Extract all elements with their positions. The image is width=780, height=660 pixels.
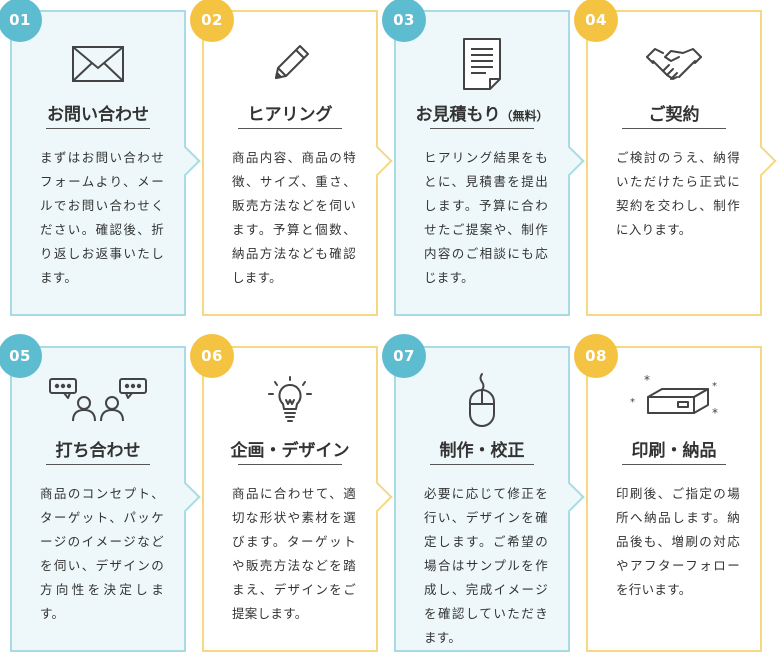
step-card-02: 02 ヒアリング 商品内容、商品の特徴、サイズ、重さ、販売方法などを伺います。予… bbox=[190, 0, 393, 316]
next-arrow-icon bbox=[169, 481, 201, 513]
title-divider bbox=[46, 464, 150, 465]
step-title: 制作・校正 bbox=[439, 441, 525, 461]
step-description: 印刷後、ご指定の場所へ納品します。納品後も、増刷の対応やアフターフォローを行いま… bbox=[616, 486, 740, 597]
title-divider bbox=[238, 128, 342, 129]
handshake-icon bbox=[588, 36, 760, 92]
step-card-01: 01 お問い合わせ まずはお問い合わせフォームより、メールでお問い合わせください… bbox=[0, 0, 201, 316]
svg-text:*: * bbox=[712, 381, 717, 392]
next-arrow-icon bbox=[745, 145, 777, 177]
step-card-07: 07 制作・校正 必要に応じて修正を行い、デザインを確定します。ご希望の場合はサ… bbox=[382, 334, 585, 652]
step-description: まずはお問い合わせフォームより、メールでお問い合わせください。確認後、折り返しお… bbox=[40, 150, 164, 285]
step-title: 企画・デザイン bbox=[230, 441, 350, 461]
title-divider bbox=[622, 464, 726, 465]
lightbulb-icon bbox=[204, 372, 376, 428]
step-number: 02 bbox=[190, 0, 234, 42]
step-title: ご契約 bbox=[648, 105, 700, 125]
step-title: お問い合わせ bbox=[47, 105, 149, 125]
step-description: ヒアリング結果をもとに、見積書を提出します。予算に合わせたご提案や、制作内容のご… bbox=[424, 150, 548, 285]
mouse-icon bbox=[396, 372, 568, 428]
title-divider bbox=[430, 128, 534, 129]
next-arrow-icon bbox=[361, 481, 393, 513]
step-title: ヒアリング bbox=[247, 105, 333, 125]
title-divider bbox=[430, 464, 534, 465]
step-title: 打ち合わせ bbox=[55, 441, 141, 461]
step-description: 商品に合わせて、適切な形状や素材を選びます。ターゲットや販売方法などを踏まえ、デ… bbox=[232, 486, 356, 621]
step-number: 08 bbox=[574, 334, 618, 378]
document-icon bbox=[396, 36, 568, 92]
pencil-icon bbox=[204, 36, 376, 92]
title-divider bbox=[46, 128, 150, 129]
step-card-04: 04 ご契約 ご検討のうえ、納得いただけたら正式に契約を交わし、制作に入ります。 bbox=[574, 0, 777, 316]
package-icon: * * * * bbox=[588, 372, 760, 428]
step-number: 07 bbox=[382, 334, 426, 378]
step-card-06: 06 企画・デザイン 商品に合わせて、適切な形状や素材を選びます。ターゲットや販… bbox=[190, 334, 393, 652]
step-description: 必要に応じて修正を行い、デザインを確定します。ご希望の場合はサンプルを作成し、完… bbox=[424, 486, 548, 645]
step-number: 01 bbox=[0, 0, 42, 42]
chat-people-icon bbox=[12, 372, 184, 428]
step-description: 商品内容、商品の特徴、サイズ、重さ、販売方法などを伺います。予算と個数、納品方法… bbox=[232, 150, 356, 285]
title-divider bbox=[622, 128, 726, 129]
step-title: 印刷・納品 bbox=[631, 441, 717, 461]
svg-text:*: * bbox=[712, 406, 718, 420]
step-title-note: （無料） bbox=[500, 109, 549, 123]
next-arrow-icon bbox=[553, 145, 585, 177]
svg-text:*: * bbox=[644, 375, 650, 387]
step-card-03: 03 お見積もり（無料） ヒアリング結果をもとに、見積書を提出します。予算に合わ… bbox=[382, 0, 585, 316]
step-description: ご検討のうえ、納得いただけたら正式に契約を交わし、制作に入ります。 bbox=[616, 150, 740, 237]
envelope-icon bbox=[12, 36, 184, 92]
step-number: 04 bbox=[574, 0, 618, 42]
step-card-05: 05 打ち合わせ 商品のコンセプト、ターゲット、パッケージのイメージなどを伺い、… bbox=[0, 334, 201, 652]
title-divider bbox=[238, 464, 342, 465]
step-description: 商品のコンセプト、ターゲット、パッケージのイメージなどを伺い、デザインの方向性を… bbox=[40, 486, 164, 621]
step-title: お見積もり（無料） bbox=[415, 105, 549, 125]
svg-text:*: * bbox=[630, 397, 635, 408]
step-number: 06 bbox=[190, 334, 234, 378]
next-arrow-icon bbox=[169, 145, 201, 177]
step-number: 03 bbox=[382, 0, 426, 42]
step-card-08: 08 * * * * 印刷・納品 印刷後、ご指定の場所へ納品します。納品後も、増… bbox=[574, 334, 762, 652]
step-number: 05 bbox=[0, 334, 42, 378]
next-arrow-icon bbox=[361, 145, 393, 177]
next-arrow-icon bbox=[553, 481, 585, 513]
